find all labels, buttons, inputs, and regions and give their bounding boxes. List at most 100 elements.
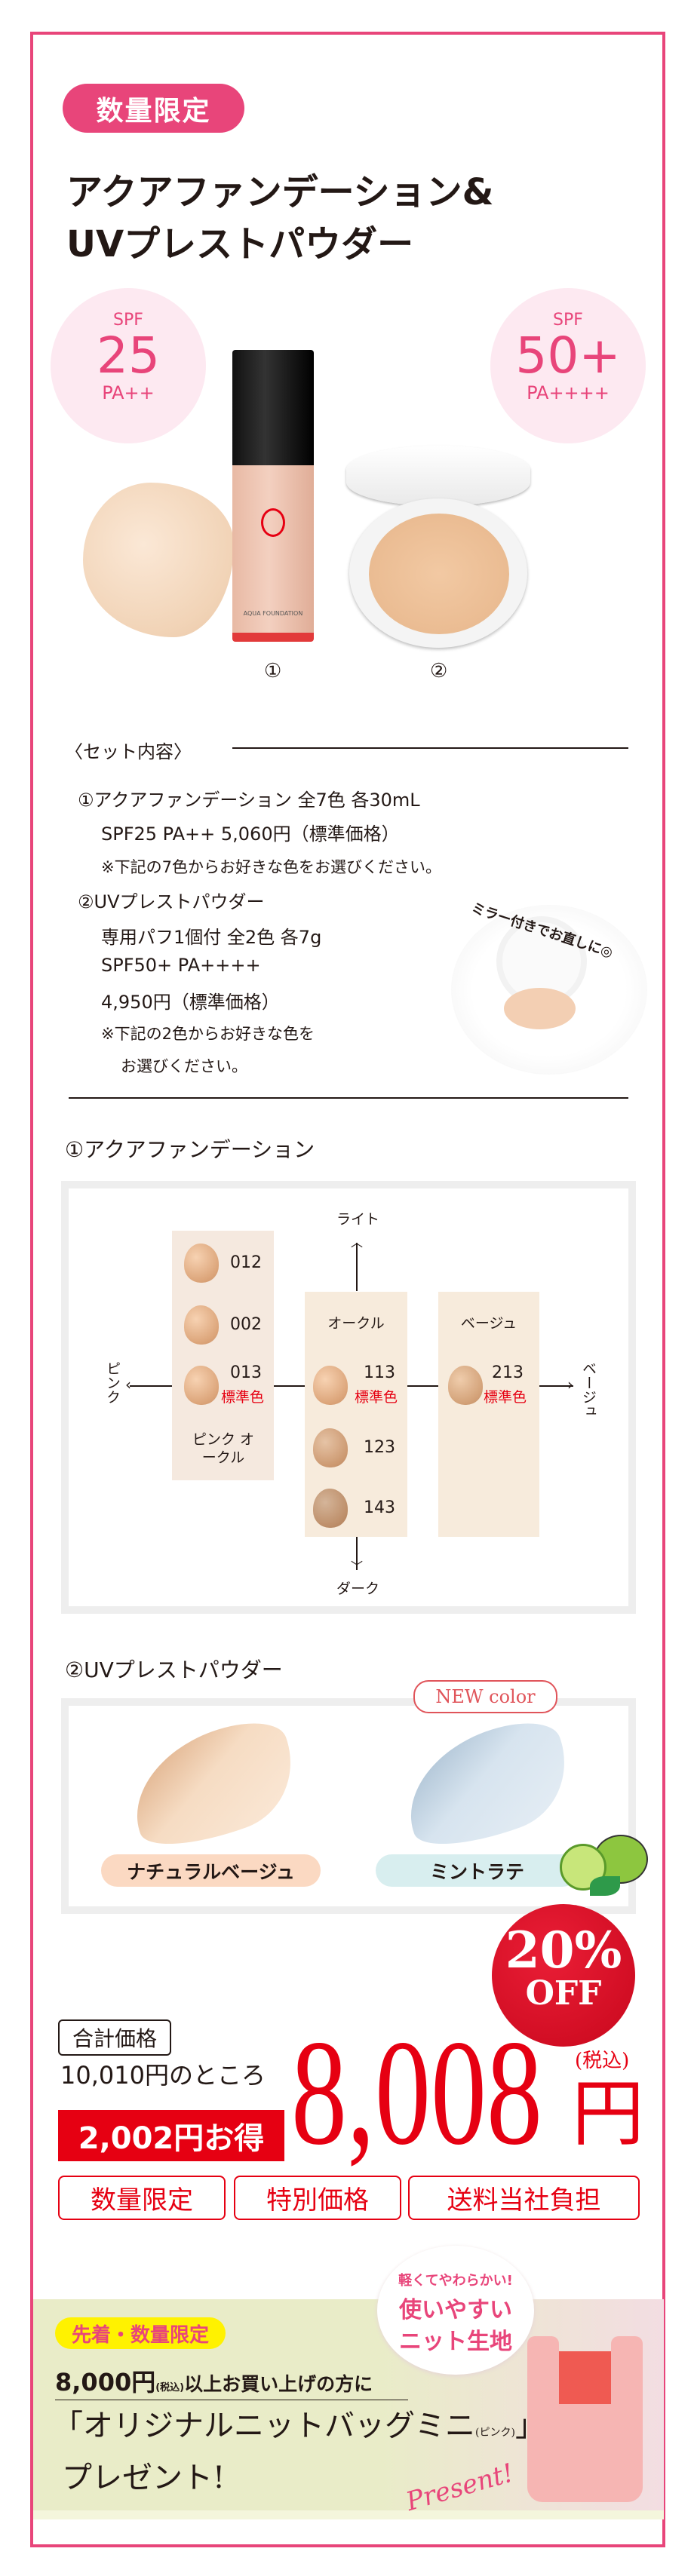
standard-label: 標準色 bbox=[484, 1389, 527, 1406]
shade-code: 213 bbox=[492, 1363, 524, 1382]
set-line: ※下記の2色からお好きな色を bbox=[101, 1025, 315, 1043]
connector bbox=[407, 1385, 438, 1387]
sale-price-yen: 円 bbox=[572, 2072, 644, 2156]
axis-label-pink: ピンク bbox=[104, 1361, 121, 1404]
axis-down bbox=[356, 1537, 358, 1570]
present-section-footer bbox=[33, 2510, 664, 2519]
product-marker-2: ② bbox=[430, 660, 448, 682]
shade-code: 002 bbox=[230, 1315, 262, 1334]
set-line: ※下記の7色からお好きな色をお選びください。 bbox=[101, 858, 441, 876]
present-text: プレゼント! bbox=[62, 2461, 226, 2495]
condition-amount: 8,000円 bbox=[55, 2368, 156, 2397]
limited-badge: 数量限定 bbox=[63, 84, 244, 133]
present-condition: 8,000円(税込)以上お買い上げの方に bbox=[55, 2363, 408, 2400]
standard-label: 標準色 bbox=[355, 1389, 398, 1406]
axis-up bbox=[356, 1243, 358, 1291]
shade-mint-latte: ミントラテ bbox=[376, 1854, 579, 1887]
bubble-line: ニット生地 bbox=[399, 2329, 512, 2355]
axis-label-beige: ベージュ bbox=[580, 1361, 597, 1418]
powder-compact-image bbox=[346, 446, 530, 650]
group-label-beige: ベージュ bbox=[460, 1315, 517, 1332]
shade-drop-143 bbox=[313, 1489, 348, 1528]
bubble-line: 使いやすい bbox=[399, 2297, 512, 2323]
powder-heading: ②UVプレストパウダー bbox=[65, 1658, 283, 1682]
axis-label-light: ライト bbox=[336, 1211, 380, 1228]
discount-badge: 20% OFF bbox=[492, 1904, 635, 2047]
spf-badge-powder: SPF 50+ PA++++ bbox=[490, 288, 646, 443]
divider bbox=[232, 747, 628, 749]
discount-off: OFF bbox=[525, 1974, 602, 2013]
lime-mint-icon bbox=[560, 1835, 650, 1897]
knit-bag-image bbox=[527, 2336, 643, 2502]
present-item-name: 「オリジナルニットバッグミニ bbox=[53, 2409, 475, 2443]
set-line: お選びください。 bbox=[121, 1057, 247, 1075]
shade-drop-213 bbox=[448, 1366, 483, 1405]
present-item: 「オリジナルニットバッグミニ(ピンク)」 bbox=[53, 2407, 545, 2452]
set-line: ②UVプレストパウダー bbox=[78, 891, 265, 912]
shade-code: 013 bbox=[230, 1363, 262, 1382]
shade-chart bbox=[61, 1181, 636, 1614]
shade-drop-002 bbox=[184, 1305, 219, 1345]
beige-group bbox=[438, 1292, 539, 1537]
present-item-close: 」 bbox=[514, 2409, 545, 2443]
set-line: 4,950円（標準価格） bbox=[101, 992, 280, 1013]
bottle-label: AQUA FOUNDATION bbox=[243, 610, 303, 617]
foundation-swatch-image bbox=[83, 483, 234, 637]
arrow-down-icon: ﹀ bbox=[351, 1559, 364, 1574]
spf-label: SPF bbox=[553, 311, 583, 330]
spf-label: SPF bbox=[113, 311, 143, 330]
shade-code: 143 bbox=[364, 1498, 395, 1517]
spf-badge-foundation: SPF 25 PA++ bbox=[51, 288, 206, 443]
sale-price: 8,008 bbox=[291, 2010, 542, 2176]
set-line: ①アクアファンデーション 全7色 各30mL bbox=[78, 790, 420, 811]
product-marker-1: ① bbox=[264, 660, 282, 682]
set-line: SPF50+ PA++++ bbox=[101, 955, 261, 976]
spf-value: 50+ bbox=[515, 327, 621, 385]
axis-right bbox=[539, 1385, 573, 1387]
standard-label: 標準色 bbox=[221, 1389, 265, 1406]
savings-badge: 2,002円お得 bbox=[58, 2110, 284, 2161]
shade-code: 113 bbox=[364, 1363, 395, 1382]
tag-special-price: 特別価格 bbox=[234, 2176, 401, 2220]
axis-left bbox=[130, 1385, 172, 1387]
new-color-bubble: NEW color bbox=[413, 1680, 557, 1713]
shade-drop-113 bbox=[313, 1366, 348, 1405]
arrow-left-icon: ‹ bbox=[125, 1375, 131, 1394]
page-title-line2: UVプレストパウダー bbox=[66, 223, 414, 265]
spf-value: 25 bbox=[97, 327, 160, 385]
shade-code: 012 bbox=[230, 1253, 262, 1272]
mirror-compact-image bbox=[451, 905, 647, 1075]
arrow-right-icon: › bbox=[567, 1375, 573, 1394]
shade-drop-013 bbox=[184, 1366, 219, 1405]
group-label-pink-ochre: ピンク オークル bbox=[192, 1431, 255, 1466]
tax-included-label: (税込) bbox=[575, 2050, 630, 2072]
axis-label-dark: ダーク bbox=[336, 1581, 380, 1597]
condition-tax: (税込) bbox=[155, 2382, 185, 2394]
page-title-line1: アクアファンデーション& bbox=[66, 171, 494, 213]
foundation-heading: ①アクアファンデーション bbox=[65, 1137, 315, 1162]
shade-drop-012 bbox=[184, 1244, 219, 1283]
set-line: 専用パフ1個付 全2色 各7g bbox=[101, 927, 322, 948]
present-item-color: (ピンク) bbox=[475, 2427, 515, 2439]
set-line: SPF25 PA++ 5,060円（標準価格） bbox=[101, 823, 400, 845]
first-come-badge: 先着・数量限定 bbox=[55, 2317, 226, 2349]
pa-value: PA++++ bbox=[527, 382, 610, 403]
feature-bubble bbox=[377, 2246, 534, 2375]
foundation-bottle-image: AQUA FOUNDATION bbox=[232, 350, 314, 642]
bubble-line: 軽くてやわらかい! bbox=[398, 2273, 513, 2289]
condition-text: 以上お買い上げの方に bbox=[184, 2373, 373, 2395]
pa-value: PA++ bbox=[102, 382, 155, 403]
promo-frame bbox=[30, 32, 665, 2547]
tag-limited: 数量限定 bbox=[58, 2176, 226, 2220]
group-label-ochre: オークル bbox=[327, 1315, 385, 1332]
divider bbox=[69, 1097, 628, 1099]
original-price: 10,010円のところ bbox=[60, 2061, 266, 2090]
set-contents-heading: 〈セット内容〉 bbox=[65, 741, 192, 762]
shade-drop-123 bbox=[313, 1428, 348, 1467]
shade-code: 123 bbox=[364, 1438, 395, 1457]
tag-free-shipping: 送料当社負担 bbox=[408, 2176, 640, 2220]
connector bbox=[274, 1385, 305, 1387]
discount-percent: 20% bbox=[505, 1921, 622, 1980]
shade-natural-beige: ナチュラルベージュ bbox=[101, 1854, 321, 1887]
arrow-up-icon: ︿ bbox=[351, 1235, 364, 1250]
